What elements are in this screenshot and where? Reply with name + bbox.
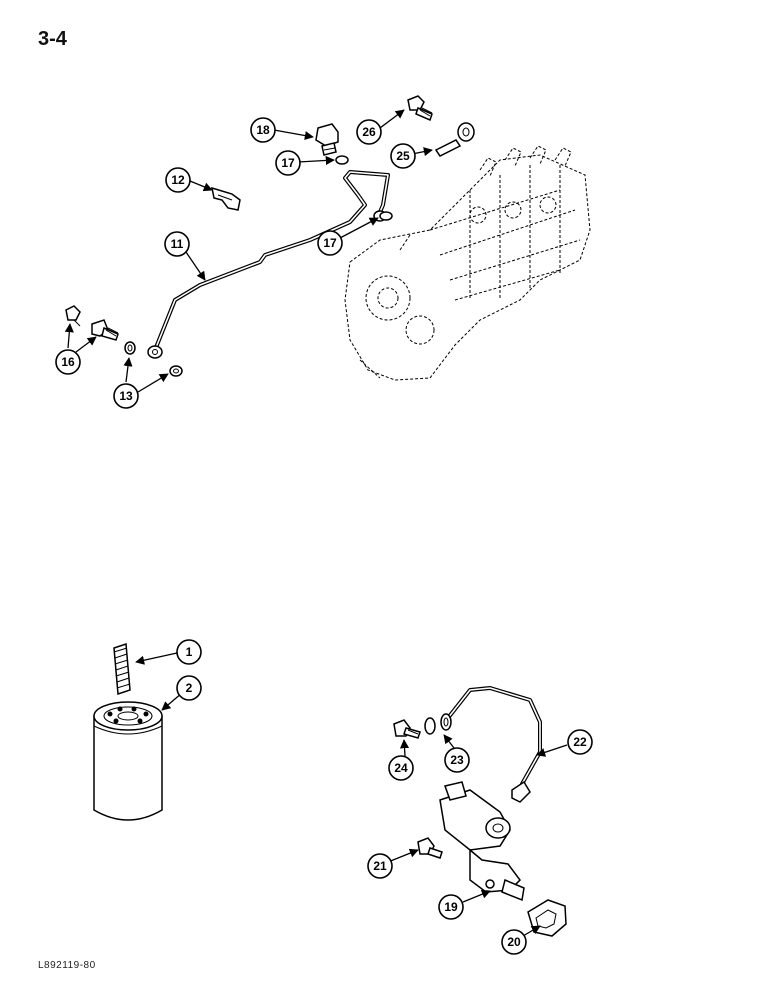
page-number: 3-4 — [38, 28, 67, 50]
callout-17-right: 17 — [317, 230, 343, 256]
bolt-21-part — [417, 837, 443, 859]
clip-part — [211, 186, 241, 211]
callout-24: 24 — [388, 755, 414, 781]
callout-23: 23 — [444, 747, 470, 773]
fuel-filter-part — [93, 701, 163, 821]
sealing-washer-13b — [169, 365, 183, 377]
callout-2-label: 2 — [186, 681, 193, 695]
figure-code: L892119-80 — [38, 960, 96, 971]
callout-1-label: 1 — [186, 645, 193, 659]
banjo-bolt-part — [315, 123, 339, 156]
callout-18-label: 18 — [256, 123, 270, 137]
sealing-washer-13a — [124, 341, 136, 355]
leader-lines — [64, 109, 568, 937]
callout-25: 25 — [390, 143, 416, 169]
callout-17-upper: 17 — [275, 150, 301, 176]
bolt-part — [407, 95, 433, 122]
callout-22-label: 22 — [573, 735, 587, 749]
sealing-washer-upper — [335, 155, 349, 165]
callout-12-label: 12 — [171, 173, 185, 187]
callout-11: 11 — [164, 231, 190, 257]
callout-22: 22 — [567, 729, 593, 755]
callout-17-right-label: 17 — [323, 236, 337, 250]
bolt-long-part — [91, 319, 119, 341]
banjo-fitting-part — [434, 122, 475, 157]
callout-21: 21 — [367, 853, 393, 879]
callout-26-label: 26 — [362, 125, 376, 139]
bolt-small-part — [65, 305, 81, 327]
callout-12: 12 — [165, 167, 191, 193]
callout-11-label: 11 — [171, 237, 184, 251]
sealing-washer-right — [379, 211, 393, 221]
callout-16: 16 — [55, 349, 81, 375]
callout-19-label: 19 — [444, 900, 458, 914]
callout-20: 20 — [501, 929, 527, 955]
callout-23-label: 23 — [450, 753, 464, 767]
callout-1: 1 — [176, 639, 202, 665]
fuel-return-line — [147, 170, 390, 359]
callout-24-label: 24 — [394, 761, 408, 775]
injection-pump-phantom — [344, 145, 591, 381]
callout-2: 2 — [176, 675, 202, 701]
callout-25-label: 25 — [396, 149, 410, 163]
callout-20-label: 20 — [507, 935, 521, 949]
callout-26: 26 — [356, 119, 382, 145]
callout-19: 19 — [438, 894, 464, 920]
lift-pump-part — [439, 781, 525, 902]
callout-13: 13 — [113, 383, 139, 409]
gasket-part — [527, 899, 567, 937]
banjo-bolt-24-part — [393, 719, 421, 739]
filter-nipple-part — [113, 642, 131, 696]
callout-18: 18 — [250, 117, 276, 143]
callout-21-label: 21 — [373, 859, 387, 873]
washers-23-part — [424, 713, 452, 735]
callout-16-label: 16 — [61, 355, 75, 369]
callout-13-label: 13 — [119, 389, 133, 403]
callout-17-upper-label: 17 — [281, 156, 295, 170]
